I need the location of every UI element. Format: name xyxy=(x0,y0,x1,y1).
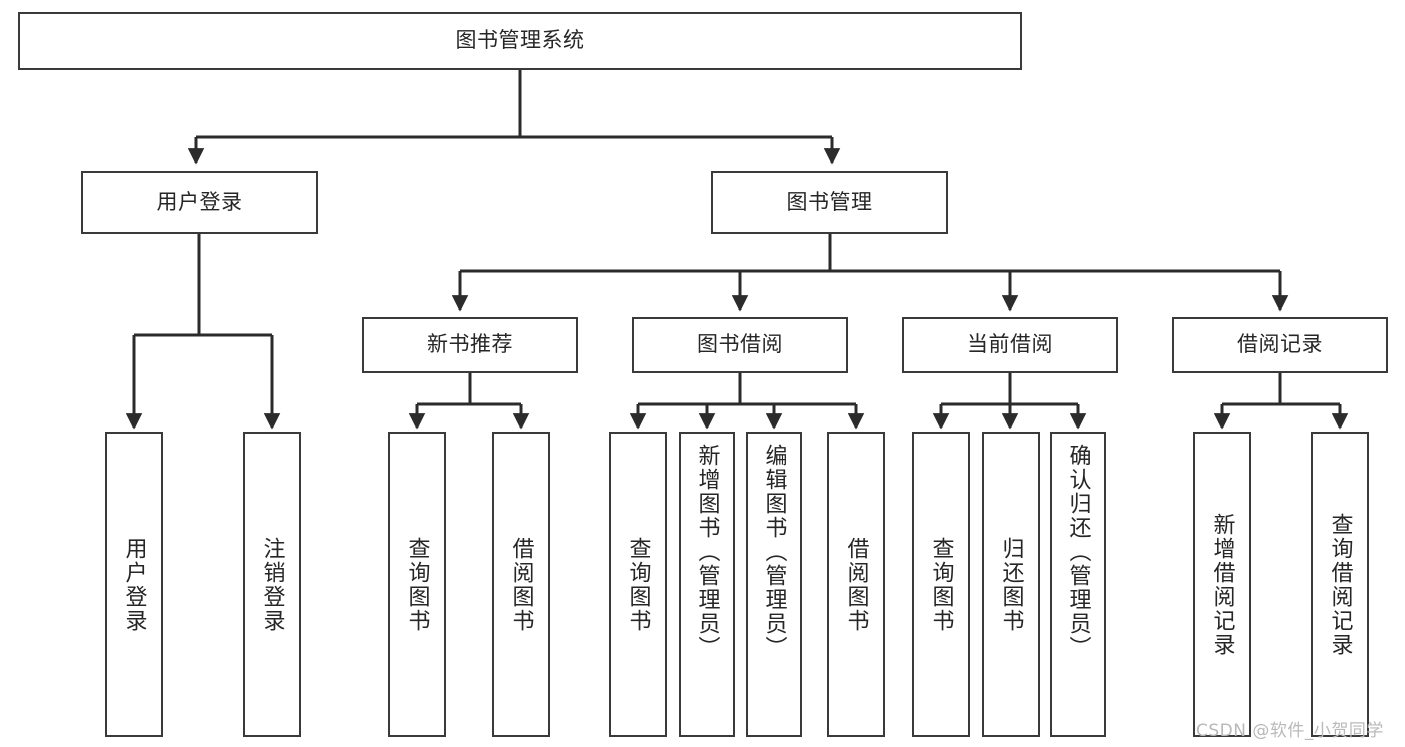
node-borrow-record[interactable]: 借阅记录 xyxy=(1172,317,1388,373)
node-current-borrow-label: 当前借阅 xyxy=(967,332,1053,357)
leaf-user-login-label: 用户登录 xyxy=(121,536,147,633)
node-new-book-recommend[interactable]: 新书推荐 xyxy=(362,317,578,373)
node-user-login-label: 用户登录 xyxy=(156,189,243,214)
leaf-borrow-book-2-label: 借阅图书 xyxy=(843,536,869,633)
node-current-borrow[interactable]: 当前借阅 xyxy=(902,317,1118,373)
node-root[interactable]: 图书管理系统 xyxy=(18,12,1022,70)
node-book-borrow[interactable]: 图书借阅 xyxy=(632,317,848,373)
leaf-return-book-label: 归还图书 xyxy=(998,536,1024,633)
leaf-query-book-2-label: 查询图书 xyxy=(625,536,651,633)
leaf-user-login[interactable]: 用户登录 xyxy=(105,432,163,737)
leaf-query-record-label: 查询借阅记录 xyxy=(1327,512,1353,657)
node-borrow-record-label: 借阅记录 xyxy=(1237,332,1323,357)
leaf-borrow-book-1[interactable]: 借阅图书 xyxy=(492,432,550,737)
leaf-query-book-1[interactable]: 查询图书 xyxy=(388,432,446,737)
leaf-query-book-3[interactable]: 查询图书 xyxy=(912,432,970,737)
leaf-add-record-label: 新增借阅记录 xyxy=(1209,512,1235,657)
leaf-add-book[interactable]: 新增图书（管理员） xyxy=(679,432,735,737)
node-book-manage-label: 图书管理 xyxy=(786,189,873,214)
leaf-query-record[interactable]: 查询借阅记录 xyxy=(1311,432,1369,737)
leaf-add-record[interactable]: 新增借阅记录 xyxy=(1193,432,1251,737)
leaf-confirm-return-label: 确认归还（管理员） xyxy=(1065,444,1091,660)
leaf-logout-login[interactable]: 注销登录 xyxy=(243,432,301,737)
leaf-edit-book[interactable]: 编辑图书（管理员） xyxy=(746,432,802,737)
leaf-add-book-label: 新增图书（管理员） xyxy=(694,444,720,660)
node-book-manage[interactable]: 图书管理 xyxy=(711,171,948,234)
leaf-confirm-return[interactable]: 确认归还（管理员） xyxy=(1050,432,1106,737)
node-book-borrow-label: 图书借阅 xyxy=(697,332,783,357)
node-user-login[interactable]: 用户登录 xyxy=(81,171,318,234)
leaf-logout-login-label: 注销登录 xyxy=(259,536,285,633)
leaf-query-book-1-label: 查询图书 xyxy=(404,536,430,633)
leaf-borrow-book-2[interactable]: 借阅图书 xyxy=(827,432,885,737)
leaf-return-book[interactable]: 归还图书 xyxy=(982,432,1040,737)
leaf-edit-book-label: 编辑图书（管理员） xyxy=(761,444,787,660)
leaf-borrow-book-1-label: 借阅图书 xyxy=(508,536,534,633)
leaf-query-book-3-label: 查询图书 xyxy=(928,536,954,633)
node-root-label: 图书管理系统 xyxy=(455,28,585,53)
node-new-book-recommend-label: 新书推荐 xyxy=(427,332,513,357)
csdn-watermark: CSDN @软件_小贺同学 xyxy=(1196,721,1384,741)
leaf-query-book-2[interactable]: 查询图书 xyxy=(609,432,667,737)
